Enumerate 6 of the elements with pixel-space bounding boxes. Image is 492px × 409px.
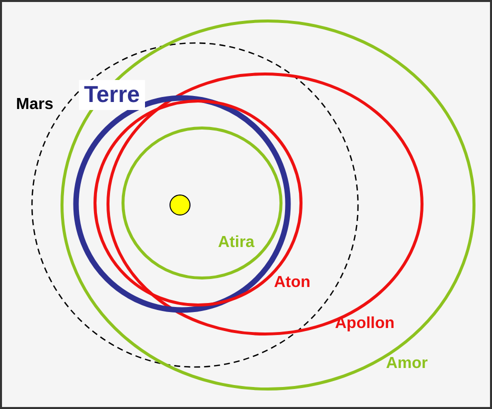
orbit-label: Mars: [16, 97, 54, 113]
orbit-label: Atira: [218, 235, 254, 251]
orbit-label: Apollon: [335, 316, 395, 332]
orbit-label: Terre: [79, 80, 145, 110]
orbit-label: Amor: [386, 356, 428, 372]
orbit-label: Aton: [274, 275, 310, 291]
